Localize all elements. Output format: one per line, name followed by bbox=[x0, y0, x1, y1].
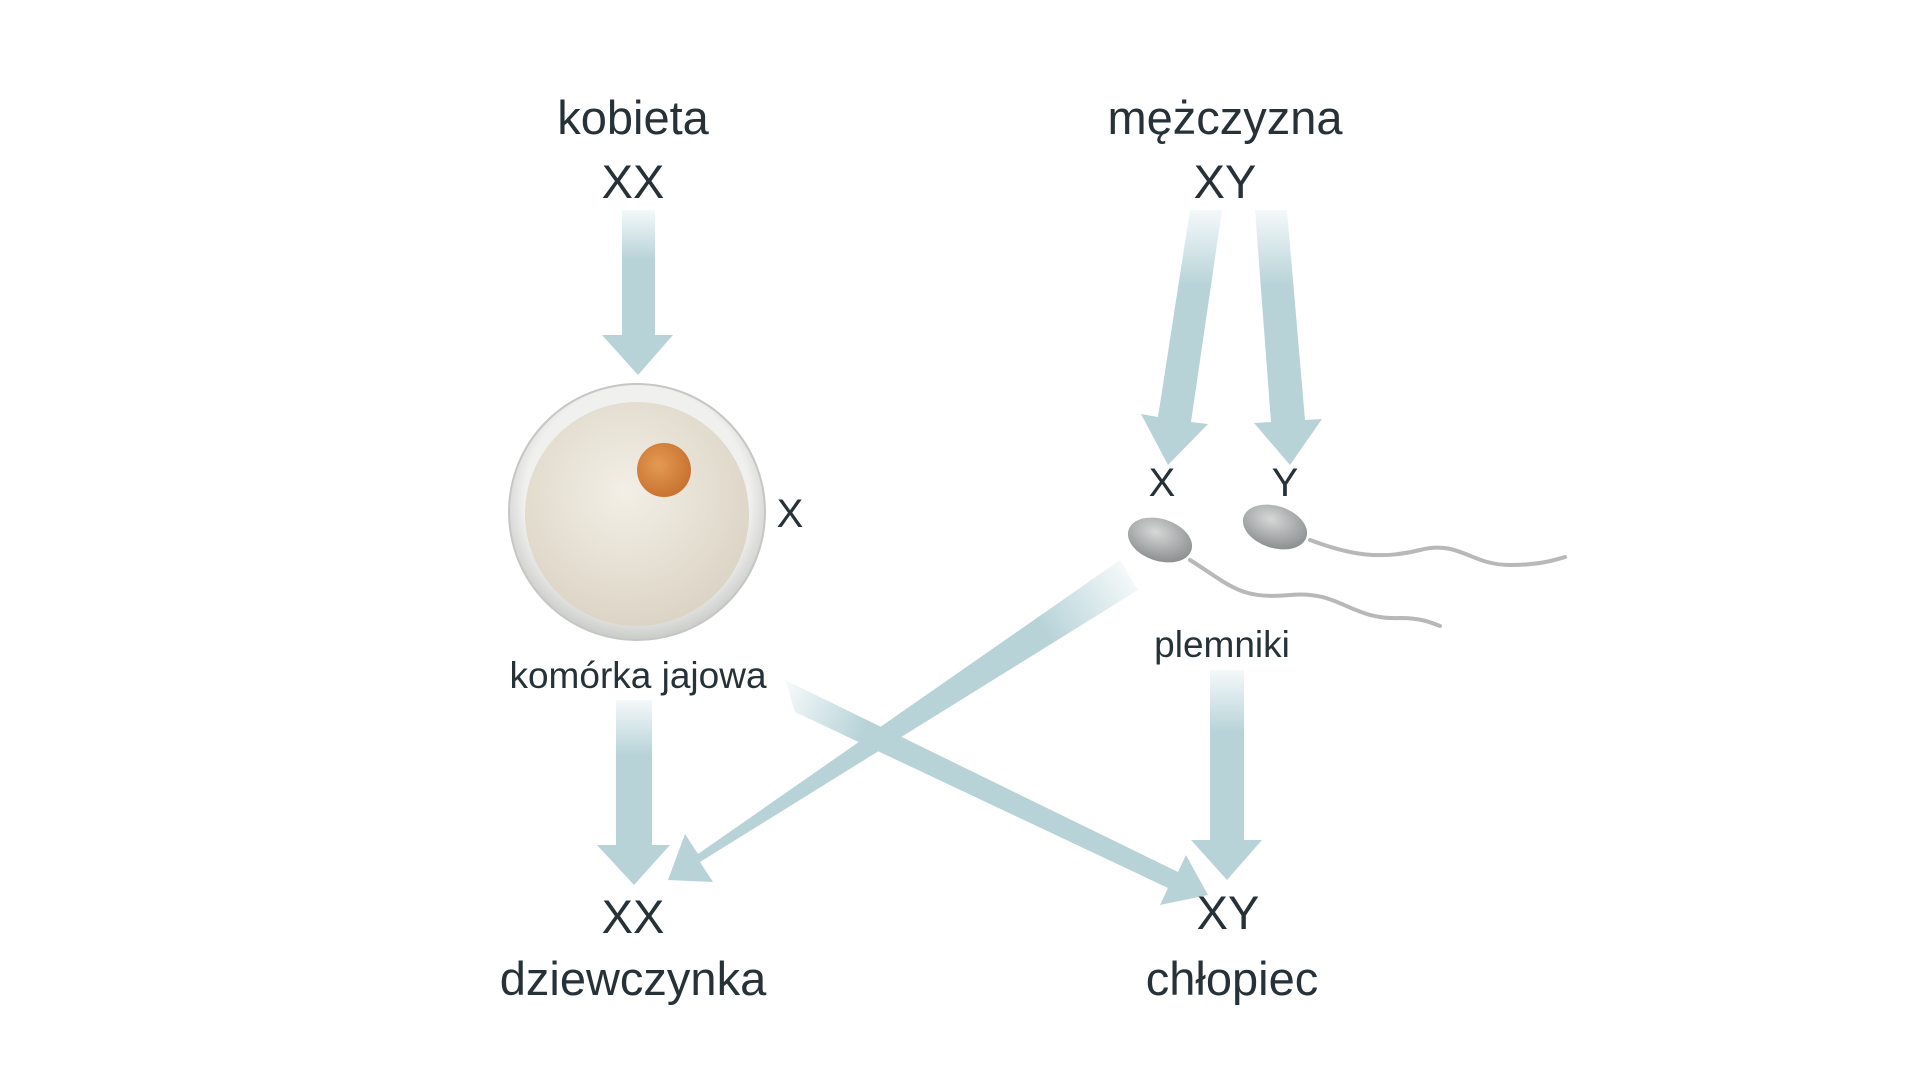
sperm-tail-y bbox=[1308, 538, 1567, 568]
arrow-sperm-x-to-girl bbox=[668, 560, 1138, 882]
arrow-male-to-sperm-y bbox=[1254, 210, 1322, 465]
sperm-head-y bbox=[1242, 504, 1308, 550]
arrow-sperm-to-boy bbox=[1191, 670, 1262, 880]
boy-label: chłopiec bbox=[1146, 952, 1318, 1005]
girl-chromosomes: XX bbox=[602, 890, 665, 943]
boy-chromosomes: XY bbox=[1197, 886, 1260, 939]
sperm-x-chromosome-label: X bbox=[1149, 461, 1176, 505]
egg-cell bbox=[508, 383, 766, 641]
arrow-female-to-egg bbox=[602, 210, 673, 375]
sperm-y-chromosome-label: Y bbox=[1272, 461, 1299, 505]
arrows-layer bbox=[597, 210, 1322, 905]
sperm-head-x bbox=[1127, 517, 1193, 563]
female-chromosomes: XX bbox=[602, 155, 665, 208]
egg-nucleus bbox=[637, 443, 691, 497]
egg-label: komórka jajowa bbox=[509, 655, 766, 696]
arrow-egg-to-girl bbox=[597, 700, 670, 885]
egg-chromosome-label: X bbox=[777, 492, 804, 536]
egg-cytoplasm bbox=[525, 402, 749, 626]
male-chromosomes: XY bbox=[1194, 155, 1257, 208]
male-label: mężczyzna bbox=[1107, 91, 1343, 144]
girl-label: dziewczynka bbox=[500, 952, 767, 1005]
sperm-cells bbox=[1127, 504, 1567, 628]
labels-layer: kobieta XX mężczyzna XY X komórka jajowa… bbox=[500, 91, 1344, 1005]
female-label: kobieta bbox=[557, 91, 709, 144]
arrow-egg-to-boy bbox=[785, 680, 1208, 905]
sperm-tail-x bbox=[1188, 558, 1442, 628]
arrow-male-to-sperm-x bbox=[1141, 210, 1222, 465]
sperm-label: plemniki bbox=[1154, 624, 1290, 665]
